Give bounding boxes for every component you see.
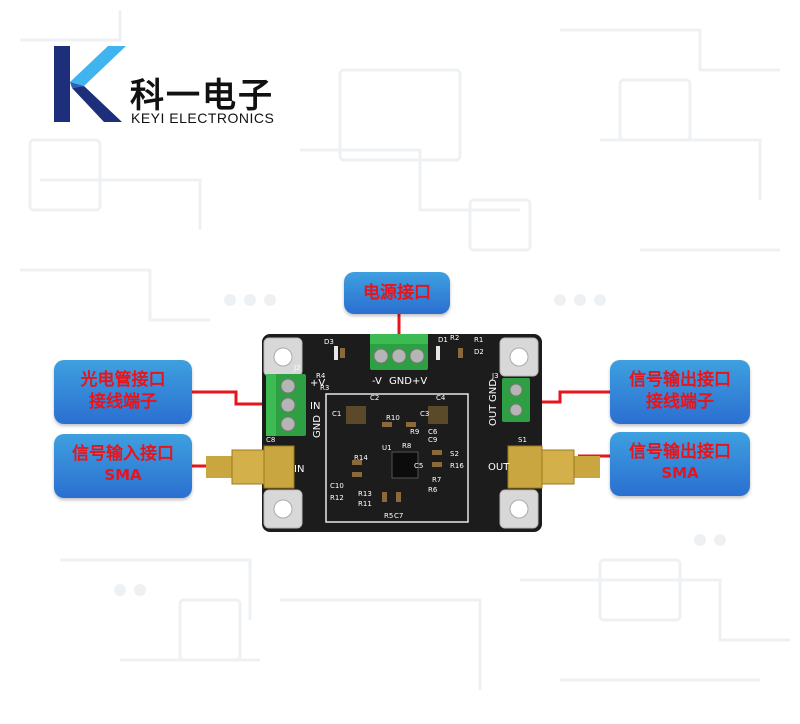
callout-signal-output-sma-line1: 信号输出接口: [629, 442, 731, 462]
silk-designator: R10: [386, 414, 400, 422]
silk-sma-out: OUT: [488, 462, 510, 473]
silk-designator: R9: [410, 428, 419, 436]
silk-designator: U1: [382, 444, 392, 452]
silk-designator: C3: [420, 410, 429, 418]
callout-signal-input-line1: 信号输入接口: [72, 444, 174, 464]
callout-power-line1: 电源接口: [363, 283, 431, 303]
silk-designator: C4: [436, 394, 446, 402]
silk-designator: C6: [428, 428, 438, 436]
silk-power-gnd: GND: [389, 376, 412, 387]
silk-designator: R3: [320, 384, 329, 392]
callout-signal-output-terminal-line1: 信号输出接口: [629, 370, 731, 390]
brand-name-cn: 科一电子: [130, 76, 274, 116]
silk-in-plusv: +V: [310, 378, 325, 389]
callout-signal-input-line2: SMA: [104, 466, 142, 484]
silk-designator: S2: [450, 450, 459, 458]
silk-designator: R16: [450, 462, 464, 470]
silk-designator: R4: [316, 372, 326, 380]
callout-power-interface: 电源接口: [344, 272, 450, 314]
silk-designator: R14: [354, 454, 368, 462]
silk-designator: J2: [293, 364, 301, 372]
silk-designator: C9: [428, 436, 437, 444]
silk-designator: S1: [518, 436, 527, 444]
callout-signal-output-sma-line2: SMA: [661, 464, 699, 482]
silk-designator: R5: [384, 512, 393, 520]
brand-logo-icon: [54, 46, 126, 122]
silk-designator: R1: [474, 336, 483, 344]
silk-designator: R6: [428, 486, 438, 494]
silk-in-gnd: GND: [312, 415, 323, 438]
brand-name-en: KEYI ELECTRONICS: [131, 110, 275, 126]
silk-designator: C5: [414, 462, 423, 470]
silk-designator: D1: [438, 336, 448, 344]
silk-designator: D3: [324, 338, 334, 346]
silk-designator: C7: [394, 512, 403, 520]
silk-designator: C1: [332, 410, 341, 418]
callout-signal-output-terminal-line2: 接线端子: [646, 392, 714, 412]
silk-out-out: OUT: [488, 404, 499, 426]
callout-photodiode-interface: 光电管接口 接线端子: [54, 360, 192, 424]
silk-power-minus: -V: [372, 376, 382, 387]
silk-designator: R8: [402, 442, 411, 450]
silk-out-gnd: GND: [488, 379, 499, 402]
silk-sma-in: IN: [294, 464, 304, 475]
silk-designator: R2: [450, 334, 459, 342]
silk-designator: R7: [432, 476, 441, 484]
silk-designator: R12: [330, 494, 344, 502]
silk-designator: J3: [491, 372, 499, 380]
silk-designator: R13: [358, 490, 372, 498]
silk-designator: C10: [330, 482, 344, 490]
callout-photodiode-line2: 接线端子: [89, 392, 157, 412]
silk-in-in: IN: [310, 401, 320, 412]
silk-designator: D2: [474, 348, 484, 356]
callout-photodiode-line1: 光电管接口: [80, 370, 166, 390]
callout-signal-output-terminal: 信号输出接口 接线端子: [610, 360, 750, 424]
silk-designator: R11: [358, 500, 372, 508]
silk-power-plus: +V: [412, 376, 427, 387]
callout-signal-output-sma: 信号输出接口 SMA: [610, 432, 750, 496]
silk-designator: C8: [266, 436, 275, 444]
silk-designator: C2: [370, 394, 379, 402]
callout-signal-input: 信号输入接口 SMA: [54, 434, 192, 498]
